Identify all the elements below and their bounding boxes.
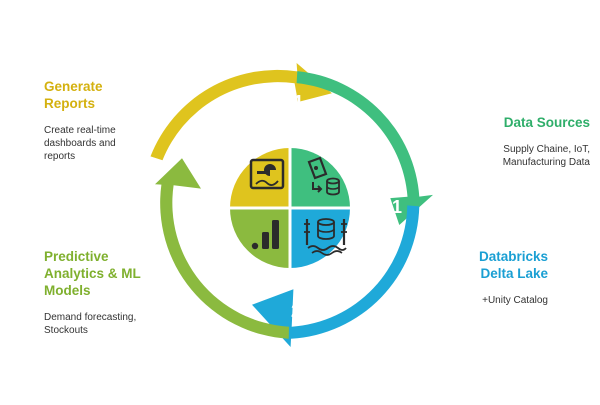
step-2-text: Databricks Delta Lake +Unity Catalog xyxy=(420,248,548,307)
quadrant-green xyxy=(290,148,350,208)
step-1-text: Data Sources Supply Chaine, IoT, Manufac… xyxy=(420,114,590,169)
data-storage-icon xyxy=(307,156,340,196)
arc-yellow-step-4 xyxy=(150,63,332,161)
step-1-description: Supply Chaine, IoT, Manufacturing Data xyxy=(502,144,590,168)
arc-lime-step-3 xyxy=(155,158,289,339)
bar-chart-icon xyxy=(251,220,279,250)
step-1-title: Data Sources xyxy=(503,115,590,130)
step-3-title: Predictive Analytics & ML Models xyxy=(44,249,141,298)
step-number-4: 4 xyxy=(292,92,302,112)
quadrant-lime xyxy=(230,208,290,268)
quadrant-yellow xyxy=(230,148,290,208)
step-4-description: Create real-time dashboards and reports xyxy=(44,125,116,162)
arc-blue-step-2 xyxy=(252,205,420,347)
step-2-title: Databricks Delta Lake xyxy=(478,249,548,281)
step-number-2: 2 xyxy=(291,301,301,321)
step-2-description: +Unity Catalog xyxy=(482,295,548,306)
lake-database-icon xyxy=(304,218,347,256)
step-3-text: Predictive Analytics & ML Models Demand … xyxy=(44,248,184,337)
step-4-title: Generate Reports xyxy=(44,79,103,111)
step-4-text: Generate Reports Create real-time dashbo… xyxy=(44,78,184,163)
arc-green-step-1 xyxy=(296,71,433,225)
dashboard-report-icon xyxy=(249,158,285,190)
step-number-3: 3 xyxy=(188,197,198,217)
step-3-description: Demand forecasting, Stockouts xyxy=(44,312,137,336)
step-number-1: 1 xyxy=(392,197,402,217)
